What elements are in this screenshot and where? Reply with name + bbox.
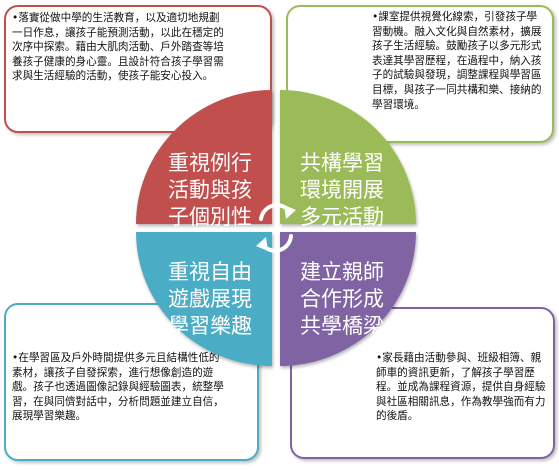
- text-environment: •課室提供視覺化線索，引發孩子學習動機。融入文化與自然素材，擴展孩子生活經驗。鼓…: [372, 11, 542, 111]
- quadrant-top-right: [280, 90, 416, 224]
- quadrant-bottom-left: [136, 232, 272, 366]
- text-box-parent-teacher: •家長藉由活動參與、班級相簿、親師車的資訊更新，了解孩子學習歷程。並成為課程資源…: [290, 307, 555, 459]
- quadrant-bottom-right: [280, 232, 416, 366]
- quadrant-title-parent-teacher: 建立親師 合作形成 共學橋梁: [300, 260, 384, 338]
- quadrant-title-environment: 共構學習 環境開展 多元活動: [300, 151, 384, 229]
- text-free-play: •在學習區及戶外時間提供多元且結構性低的素材，讓孩子自發探索，進行想像創造的遊戲…: [12, 352, 224, 423]
- text-routine: •落實從做中學的生活教育，以及適切地規劃一日作息，讓孩子能預測活動，以此在穩定的…: [12, 12, 224, 83]
- quadrant-title-free-play: 重視自由 遊戲展現 學習樂趣: [168, 260, 252, 338]
- quadrant-title-routine: 重視例行 活動與孩 子個別性: [168, 151, 252, 229]
- text-parent-teacher: •家長藉由活動參與、班級相簿、親師車的資訊更新，了解孩子學習歷程。並成為課程資源…: [376, 352, 546, 423]
- text-box-routine: •落實從做中學的生活教育，以及適切地規劃一日作息，讓孩子能預測活動，以此在穩定的…: [4, 5, 272, 133]
- quadrant-top-left: [136, 90, 272, 224]
